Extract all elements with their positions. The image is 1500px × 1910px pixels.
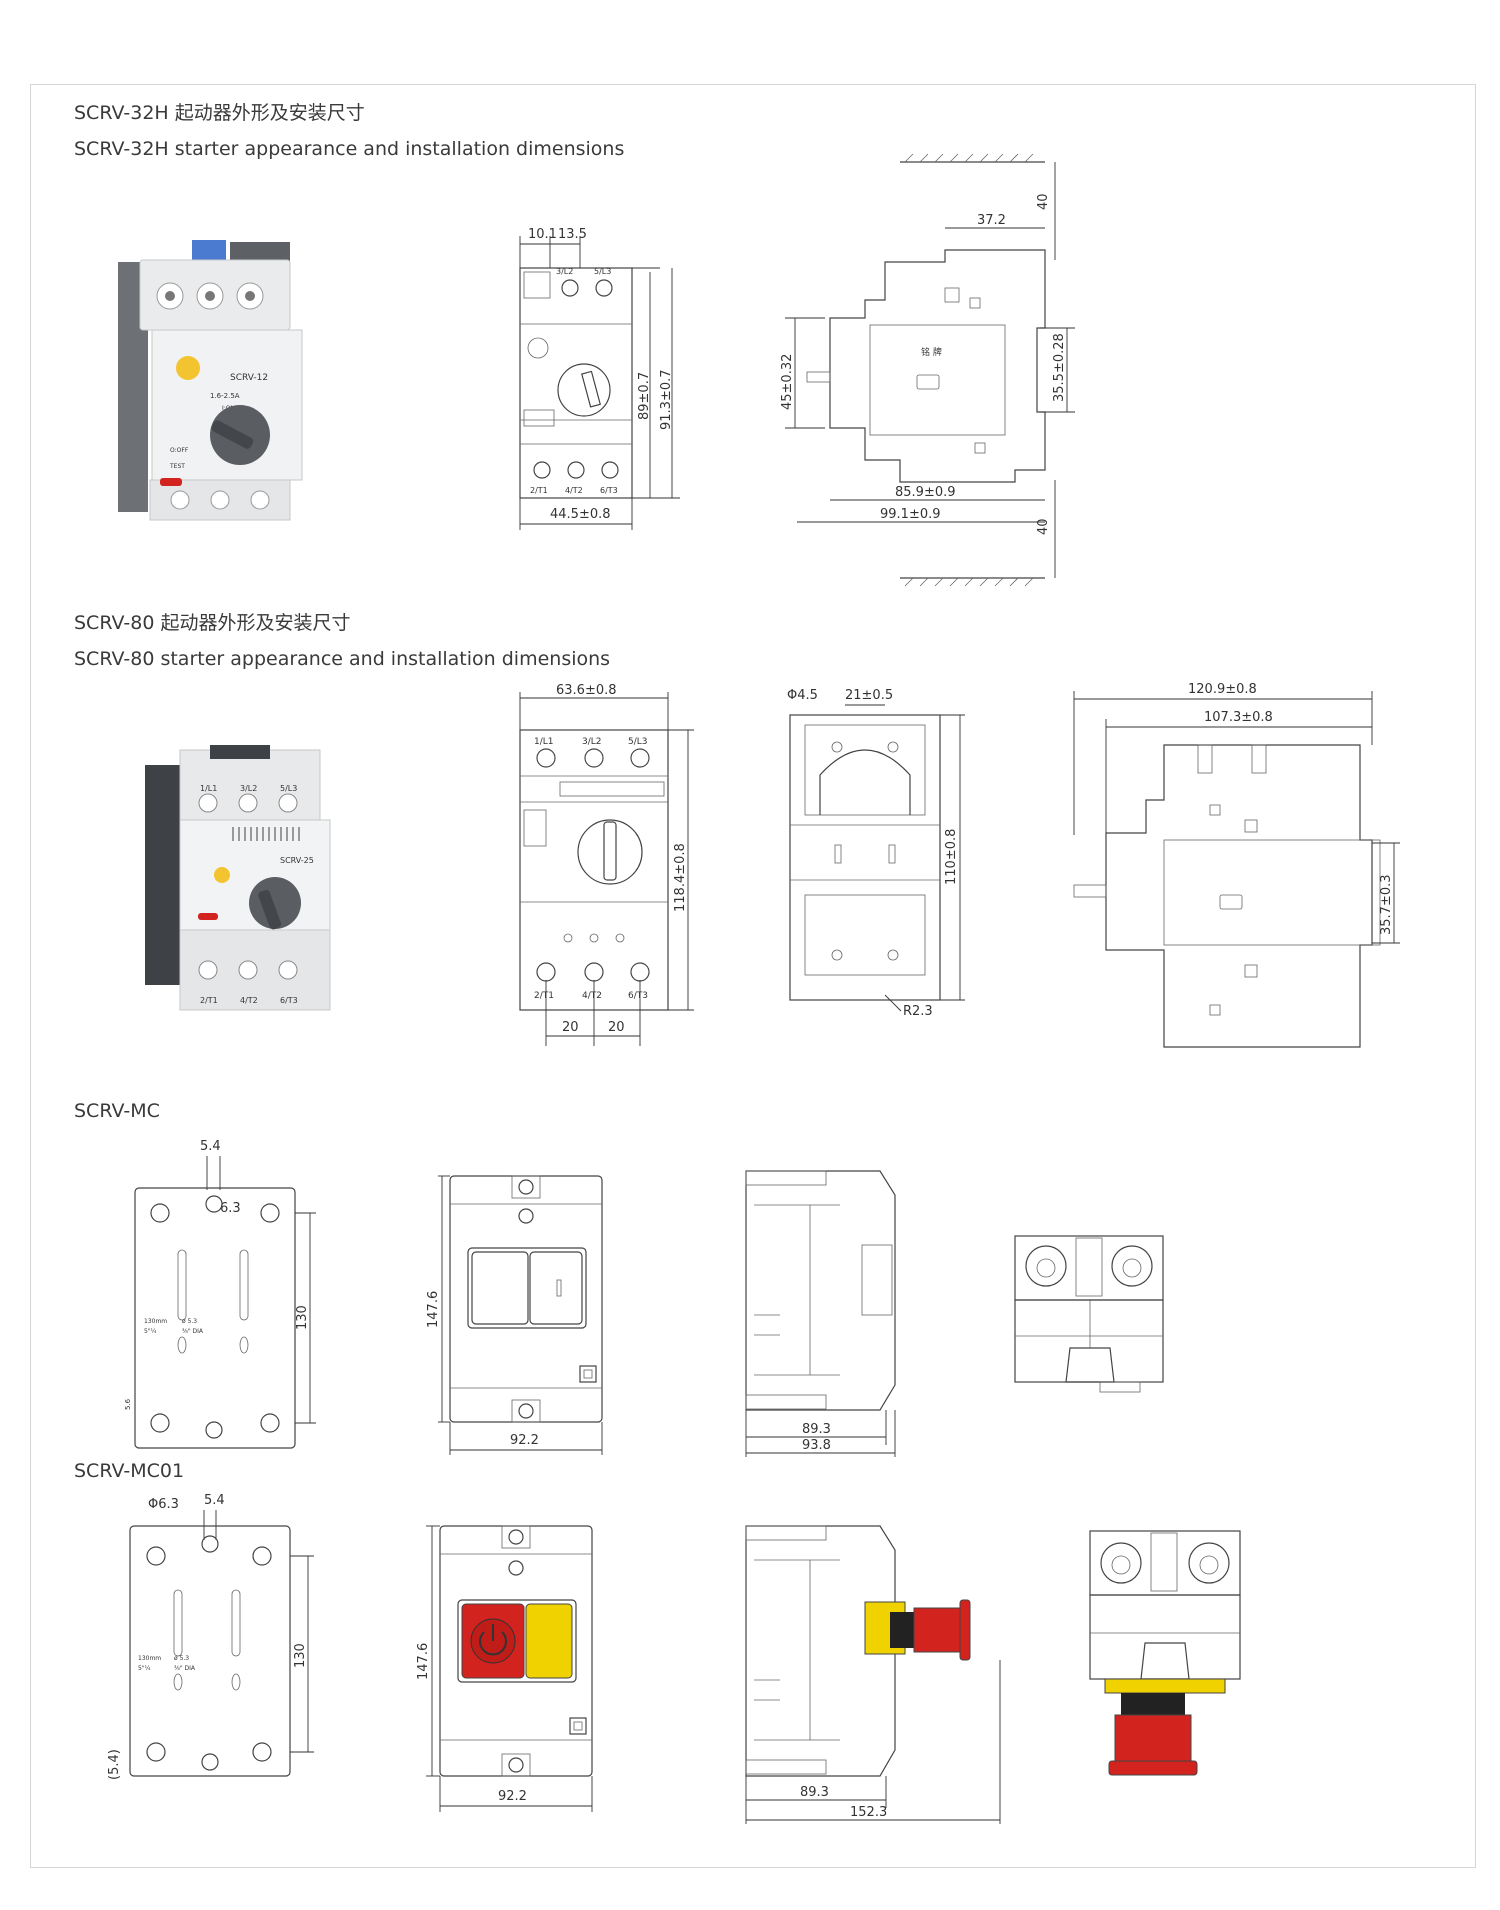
dim-40-top: 40 <box>1036 193 1051 210</box>
dim-phi-6-3: Φ6.3 <box>148 1497 179 1512</box>
photo-off-label: O:OFF <box>170 447 189 454</box>
mc-back-drawing: 5.4 6.3 130mm ø 5.3 5"¼ ⅜" DIA 130 5.6 <box>124 1139 316 1449</box>
photo80-term-2t1: 2/T1 <box>200 996 218 1005</box>
note-dia-5-3-mc01: ø 5.3 <box>174 1655 189 1662</box>
dim-45: 45±0.32 <box>780 354 795 410</box>
front80-term-6t3: 6/T3 <box>628 991 648 1001</box>
side-nameplate-label: 铭 牌 <box>921 346 942 358</box>
dim-35-5: 35.5±0.28 <box>1052 333 1067 402</box>
note-dia-5-3: ø 5.3 <box>182 1318 197 1325</box>
dim-118-4: 118.4±0.8 <box>673 843 688 912</box>
front80-term-4t2: 4/T2 <box>582 991 602 1001</box>
dim-130-mc01: 130 <box>293 1643 308 1668</box>
front-term-5l3: 5/L3 <box>594 267 611 276</box>
front80-term-3l2: 3/L2 <box>582 737 602 747</box>
front-term-6t3: 6/T3 <box>600 486 618 495</box>
dim-89: 89±0.7 <box>637 372 652 420</box>
note-5-quarter-mc01: 5"¼ <box>138 1665 151 1672</box>
dim-99-1: 99.1±0.9 <box>880 507 941 522</box>
scrv80-title-cn: SCRV-80 起动器外形及安装尺寸 <box>74 612 351 634</box>
note-130mm-mc01: 130mm <box>138 1655 161 1662</box>
mc-front-drawing: 147.6 92.2 <box>426 1175 603 1455</box>
mc01-title: SCRV-MC01 <box>74 1460 185 1482</box>
note-dia-inch: ⅜" DIA <box>182 1328 204 1335</box>
note-dia-inch-mc01: ⅜" DIA <box>174 1665 196 1672</box>
dim-5-6: 5.6 <box>124 1398 132 1410</box>
photo-range-label: 1.6-2.5A <box>210 392 240 400</box>
photo-model-label: SCRV-12 <box>230 373 268 383</box>
mc01-side-drawing: 89.3 152.3 <box>745 1525 1001 1824</box>
dim-107-3: 107.3±0.8 <box>1204 710 1273 725</box>
content-frame <box>30 84 1476 1868</box>
mc01-front-drawing: 147.6 92.2 <box>416 1525 593 1812</box>
dim-92-2-mc01: 92.2 <box>498 1789 527 1804</box>
photo80-term-5l3: 5/L3 <box>280 784 297 793</box>
dim-120-9: 120.9±0.8 <box>1188 682 1257 697</box>
mc-bottom-drawing <box>1014 1235 1164 1393</box>
front80-term-5l3: 5/L3 <box>628 737 648 747</box>
dim-147-6-mc01: 147.6 <box>416 1643 431 1680</box>
dim-5-4-mc01: 5.4 <box>204 1493 225 1508</box>
dim-5-4-bracket: (5.4) <box>107 1749 122 1780</box>
dim-110: 110±0.8 <box>944 829 959 885</box>
dim-37-2: 37.2 <box>977 213 1006 228</box>
dim-pitch-left: 20 <box>562 1020 579 1035</box>
dim-hole: Φ4.5 <box>787 688 818 703</box>
mc-side-drawing: 89.3 93.8 <box>745 1170 896 1457</box>
scrv32h-product-photo: SCRV-12 1.6-2.5A I:ON O:OFF TEST <box>118 240 303 521</box>
front80-term-2t1: 2/T1 <box>534 991 554 1001</box>
scrv32h-title-en: SCRV-32H starter appearance and installa… <box>74 138 625 160</box>
photo80-model-label: SCRV-25 <box>280 856 314 865</box>
dim-35-7: 35.7±0.3 <box>1379 874 1394 935</box>
dim-r2-3: R2.3 <box>903 1004 933 1019</box>
note-130mm: 130mm <box>144 1318 167 1325</box>
dim-6-3: 6.3 <box>220 1201 241 1216</box>
scrv80-side-drawing: 120.9±0.8 107.3±0.8 35.7±0.3 <box>1073 682 1400 1048</box>
dim-85-9: 85.9±0.9 <box>895 485 956 500</box>
scrv80-product-photo: 1/L1 3/L2 5/L3 SCRV-25 2/T1 4/T2 6/T3 <box>145 745 331 1011</box>
scrv32h-title-cn: SCRV-32H 起动器外形及安装尺寸 <box>74 102 365 124</box>
front-term-3l2: 3/L2 <box>556 267 573 276</box>
scrv32h-front-drawing: 10.1 13.5 3/L2 5/L3 2/T1 4/T2 6/T3 89±0.… <box>519 227 680 530</box>
scrv80-front-drawing: 63.6±0.8 1/L1 3/L2 5/L3 2/T1 4/T2 6/T3 1… <box>519 683 694 1046</box>
dim-91-3: 91.3±0.7 <box>659 369 674 430</box>
front-term-4t2: 4/T2 <box>565 486 583 495</box>
front80-term-1l1: 1/L1 <box>534 737 554 747</box>
dim-13-5: 13.5 <box>558 227 587 242</box>
dim-pitch-right: 20 <box>608 1020 625 1035</box>
dim-21: 21±0.5 <box>845 688 893 703</box>
dim-44-5: 44.5±0.8 <box>550 507 611 522</box>
photo80-term-1l1: 1/L1 <box>200 784 217 793</box>
mc01-bottom-drawing <box>1089 1530 1241 1776</box>
dim-89-3: 89.3 <box>802 1422 831 1437</box>
scrv32h-side-drawing: 40 37.2 铭 牌 45±0.32 35.5±0.28 85.9±0.9 9… <box>780 153 1075 587</box>
dim-152-3: 152.3 <box>850 1805 887 1820</box>
dim-10-1: 10.1 <box>528 227 557 242</box>
dim-92-2: 92.2 <box>510 1433 539 1448</box>
dim-93-8: 93.8 <box>802 1438 831 1453</box>
dim-147-6: 147.6 <box>426 1291 441 1328</box>
dim-89-3-mc01: 89.3 <box>800 1785 829 1800</box>
dim-40-bottom: 40 <box>1036 518 1051 535</box>
photo80-term-4t2: 4/T2 <box>240 996 258 1005</box>
scrv80-title-en: SCRV-80 starter appearance and installat… <box>74 648 611 670</box>
dim-63-6: 63.6±0.8 <box>556 683 617 698</box>
dim-130: 130 <box>295 1305 310 1330</box>
note-5-quarter: 5"¼ <box>144 1328 157 1335</box>
scrv80-back-drawing: Φ4.5 21±0.5 110±0.8 R2.3 <box>787 688 965 1019</box>
mc01-back-drawing: Φ6.3 5.4 130mm ø 5.3 5"¼ ⅜" DIA 130 (5.4… <box>107 1493 314 1780</box>
front-term-2t1: 2/T1 <box>530 486 548 495</box>
photo-test-label: TEST <box>169 463 185 470</box>
photo80-term-3l2: 3/L2 <box>240 784 257 793</box>
mc-title: SCRV-MC <box>74 1100 160 1122</box>
photo80-term-6t3: 6/T3 <box>280 996 298 1005</box>
dim-5-4: 5.4 <box>200 1139 221 1154</box>
